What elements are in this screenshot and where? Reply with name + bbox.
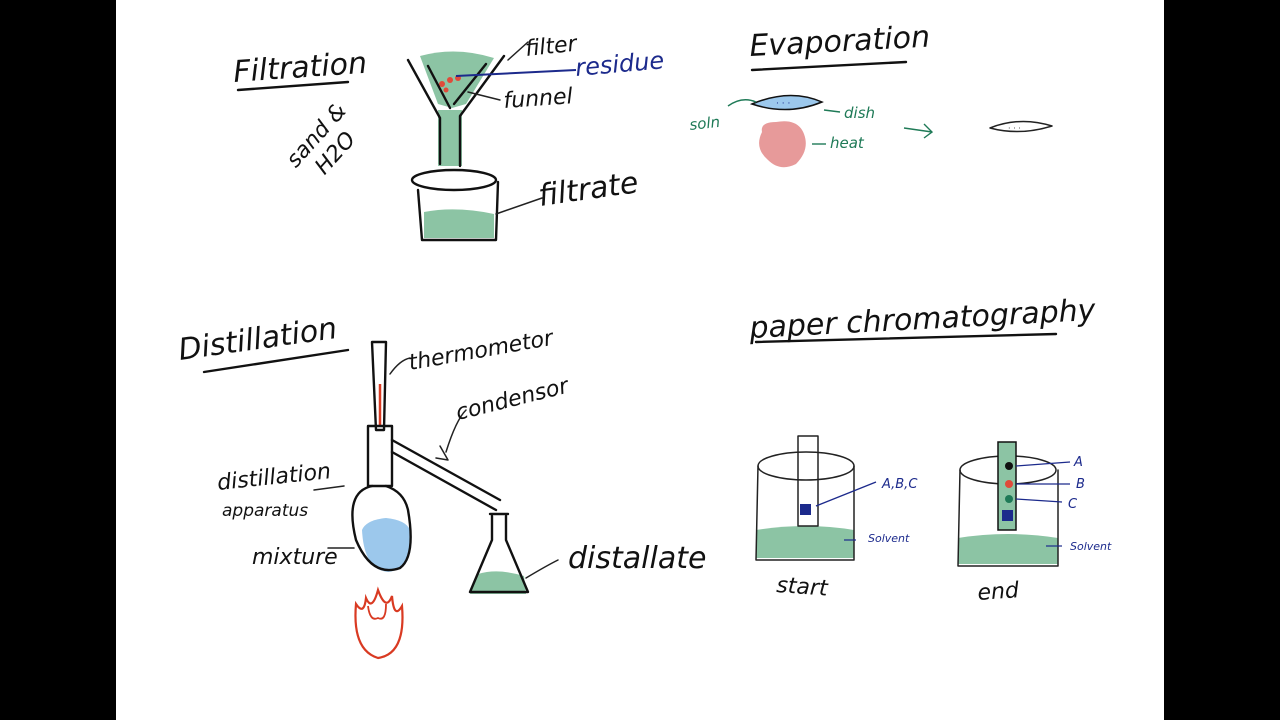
residue-crystals: · · · bbox=[1008, 124, 1021, 133]
start-solvent-fill bbox=[756, 526, 854, 558]
label-spot-a: A bbox=[1073, 455, 1083, 470]
funnel-stem-fill bbox=[438, 110, 462, 166]
evaporation-section: Evaporation · · · soln dish heat · · · bbox=[689, 20, 1053, 168]
label-heat: heat bbox=[830, 134, 865, 152]
label-spot-b: B bbox=[1076, 477, 1085, 492]
conical-flask bbox=[468, 514, 530, 594]
beaker-body bbox=[416, 180, 500, 242]
filtration-sample: sand & H2O bbox=[282, 99, 361, 180]
chromatography-start: A,B,C Solvent start bbox=[755, 435, 918, 602]
flask-neck bbox=[366, 424, 394, 488]
condenser-arrow-icon bbox=[435, 445, 449, 461]
residue-dot bbox=[439, 81, 445, 87]
inner-flame-icon bbox=[367, 603, 387, 620]
filtrate-leader bbox=[495, 197, 543, 215]
funnel-leader bbox=[467, 91, 501, 101]
spot-leaders bbox=[1015, 461, 1071, 503]
label-start-solvent: Solvent bbox=[868, 532, 910, 545]
spot-a bbox=[1005, 462, 1013, 470]
whiteboard: Filtration sand & H2O filter residue fun… bbox=[116, 0, 1164, 720]
flask-mixture bbox=[362, 518, 411, 572]
distillation-title-underline bbox=[202, 348, 350, 374]
arrow-icon bbox=[903, 123, 934, 139]
chromatography-section: paper chromatography A,B,C Solvent start bbox=[748, 293, 1112, 606]
funnel-left bbox=[406, 58, 442, 166]
label-start: start bbox=[776, 573, 830, 602]
end-solvent-fill bbox=[958, 534, 1058, 564]
label-dish: dish bbox=[844, 104, 875, 122]
label-distillate: distallate bbox=[568, 541, 706, 576]
thermometer-body bbox=[370, 340, 388, 432]
funnel-inner-left bbox=[426, 64, 452, 110]
distillation-title: Distillation bbox=[176, 311, 339, 368]
label-spot-c: C bbox=[1068, 497, 1078, 512]
label-funnel: funnel bbox=[503, 84, 574, 114]
distillate-liquid bbox=[470, 571, 526, 594]
funnel-inner-right bbox=[452, 62, 488, 106]
start-spot bbox=[800, 504, 811, 515]
funnel-right bbox=[458, 54, 506, 168]
label-end-solvent: Solvent bbox=[1070, 540, 1112, 553]
flame-icon bbox=[354, 586, 404, 660]
distillation-section: Distillation thermometor condensor disti… bbox=[176, 311, 706, 660]
label-filter: filter bbox=[524, 32, 580, 62]
distillate-leader bbox=[525, 559, 559, 579]
filtrate-liquid bbox=[424, 209, 494, 238]
chromatography-title-underline bbox=[754, 332, 1058, 344]
dish-leader bbox=[823, 109, 841, 113]
start-paper-strip bbox=[797, 435, 819, 527]
spots-leader bbox=[815, 481, 877, 507]
filter-leader bbox=[507, 41, 529, 61]
spot-c bbox=[1005, 495, 1013, 503]
beaker-rim bbox=[410, 168, 498, 192]
diagram-canvas: Filtration sand & H2O filter residue fun… bbox=[176, 20, 1112, 660]
start-jar-rim bbox=[757, 451, 855, 481]
evaporation-title: Evaporation bbox=[749, 20, 931, 64]
label-spots: A,B,C bbox=[881, 477, 918, 492]
dish-dots: · · · bbox=[776, 99, 790, 109]
residue-leader bbox=[455, 69, 577, 77]
label-condenser: condensor bbox=[453, 373, 572, 426]
end-remaining-spot bbox=[1002, 510, 1013, 521]
filtration-title: Filtration bbox=[232, 46, 368, 90]
evaporating-dish bbox=[749, 94, 824, 111]
round-bottom-flask bbox=[351, 484, 412, 572]
condenser-leader bbox=[445, 409, 467, 453]
end-jar bbox=[957, 469, 1059, 567]
label-residue: residue bbox=[574, 46, 665, 82]
empty-dish bbox=[989, 120, 1053, 133]
soln-leader bbox=[727, 99, 757, 107]
apparatus-leader bbox=[313, 485, 345, 491]
start-jar bbox=[755, 465, 855, 561]
filtration-title-underline bbox=[236, 80, 350, 92]
thermometer-leader bbox=[389, 357, 411, 375]
label-apparatus-2: apparatus bbox=[222, 501, 308, 521]
condenser-tube bbox=[390, 438, 502, 512]
residue-dot bbox=[443, 87, 449, 93]
label-soln: soln bbox=[689, 113, 721, 134]
residue-dot bbox=[447, 77, 453, 83]
chromatography-end: A B C Solvent end bbox=[957, 441, 1112, 606]
label-end: end bbox=[977, 578, 1021, 606]
heat-source bbox=[759, 121, 806, 168]
evaporation-title-underline bbox=[750, 60, 908, 72]
label-mixture: mixture bbox=[252, 545, 338, 570]
label-thermometer: thermometor bbox=[407, 326, 557, 376]
spot-b bbox=[1005, 480, 1013, 488]
label-filtrate: filtrate bbox=[536, 165, 640, 214]
filtration-section: Filtration sand & H2O filter residue fun… bbox=[232, 32, 665, 242]
